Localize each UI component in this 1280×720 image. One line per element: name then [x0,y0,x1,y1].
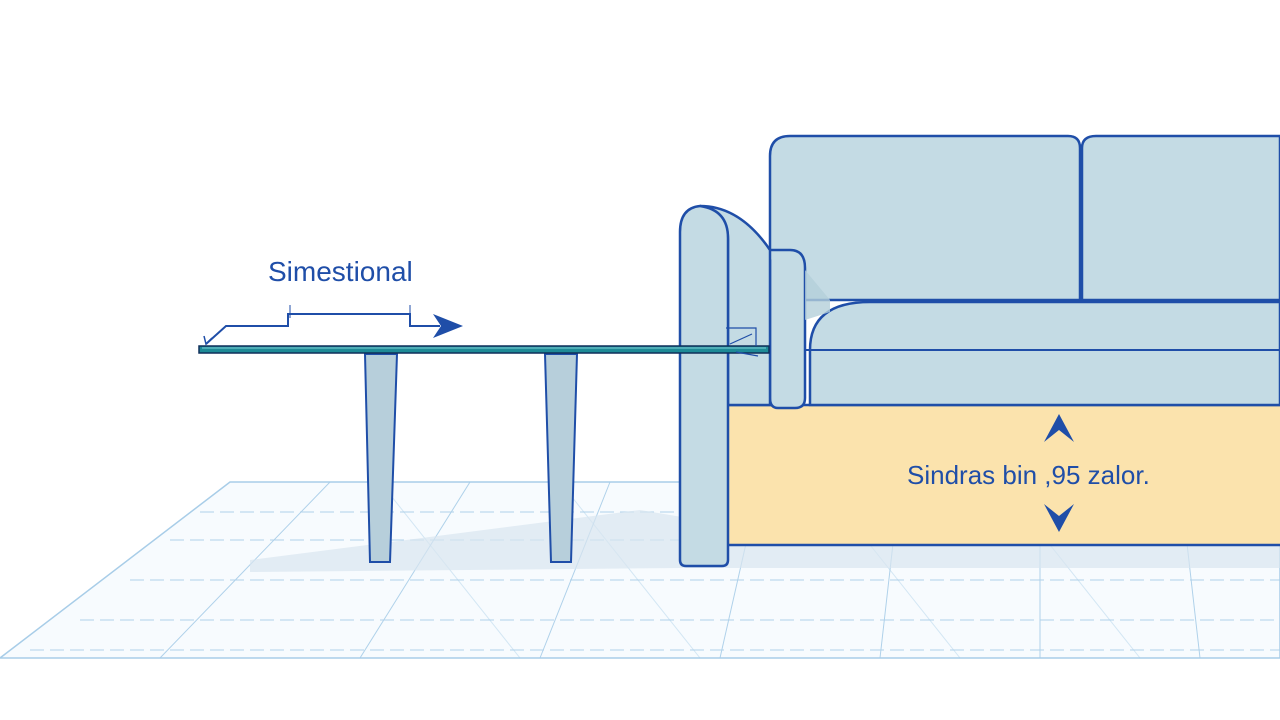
table-glass-top [198,345,770,354]
sofa-back-cushion-left [768,134,1082,302]
sofa-arm-front [678,204,730,568]
chevron-up-icon [1044,414,1074,442]
table-leg-right [543,353,579,563]
sofa-back-cushion-right [1080,134,1280,302]
glass-clamp [726,327,759,357]
table-width-label: Simestional [268,256,413,287]
coffee-table [198,327,770,563]
table-leg-left [363,353,399,563]
sofa [678,134,1280,568]
sofa-base-height-label: Sindras bin ,95 zalor. [907,460,1150,490]
width-dimension [203,305,463,346]
chevron-down-icon [1044,504,1074,532]
arrow-right-icon [433,314,463,338]
sofa-seat-cushion [808,300,1280,407]
